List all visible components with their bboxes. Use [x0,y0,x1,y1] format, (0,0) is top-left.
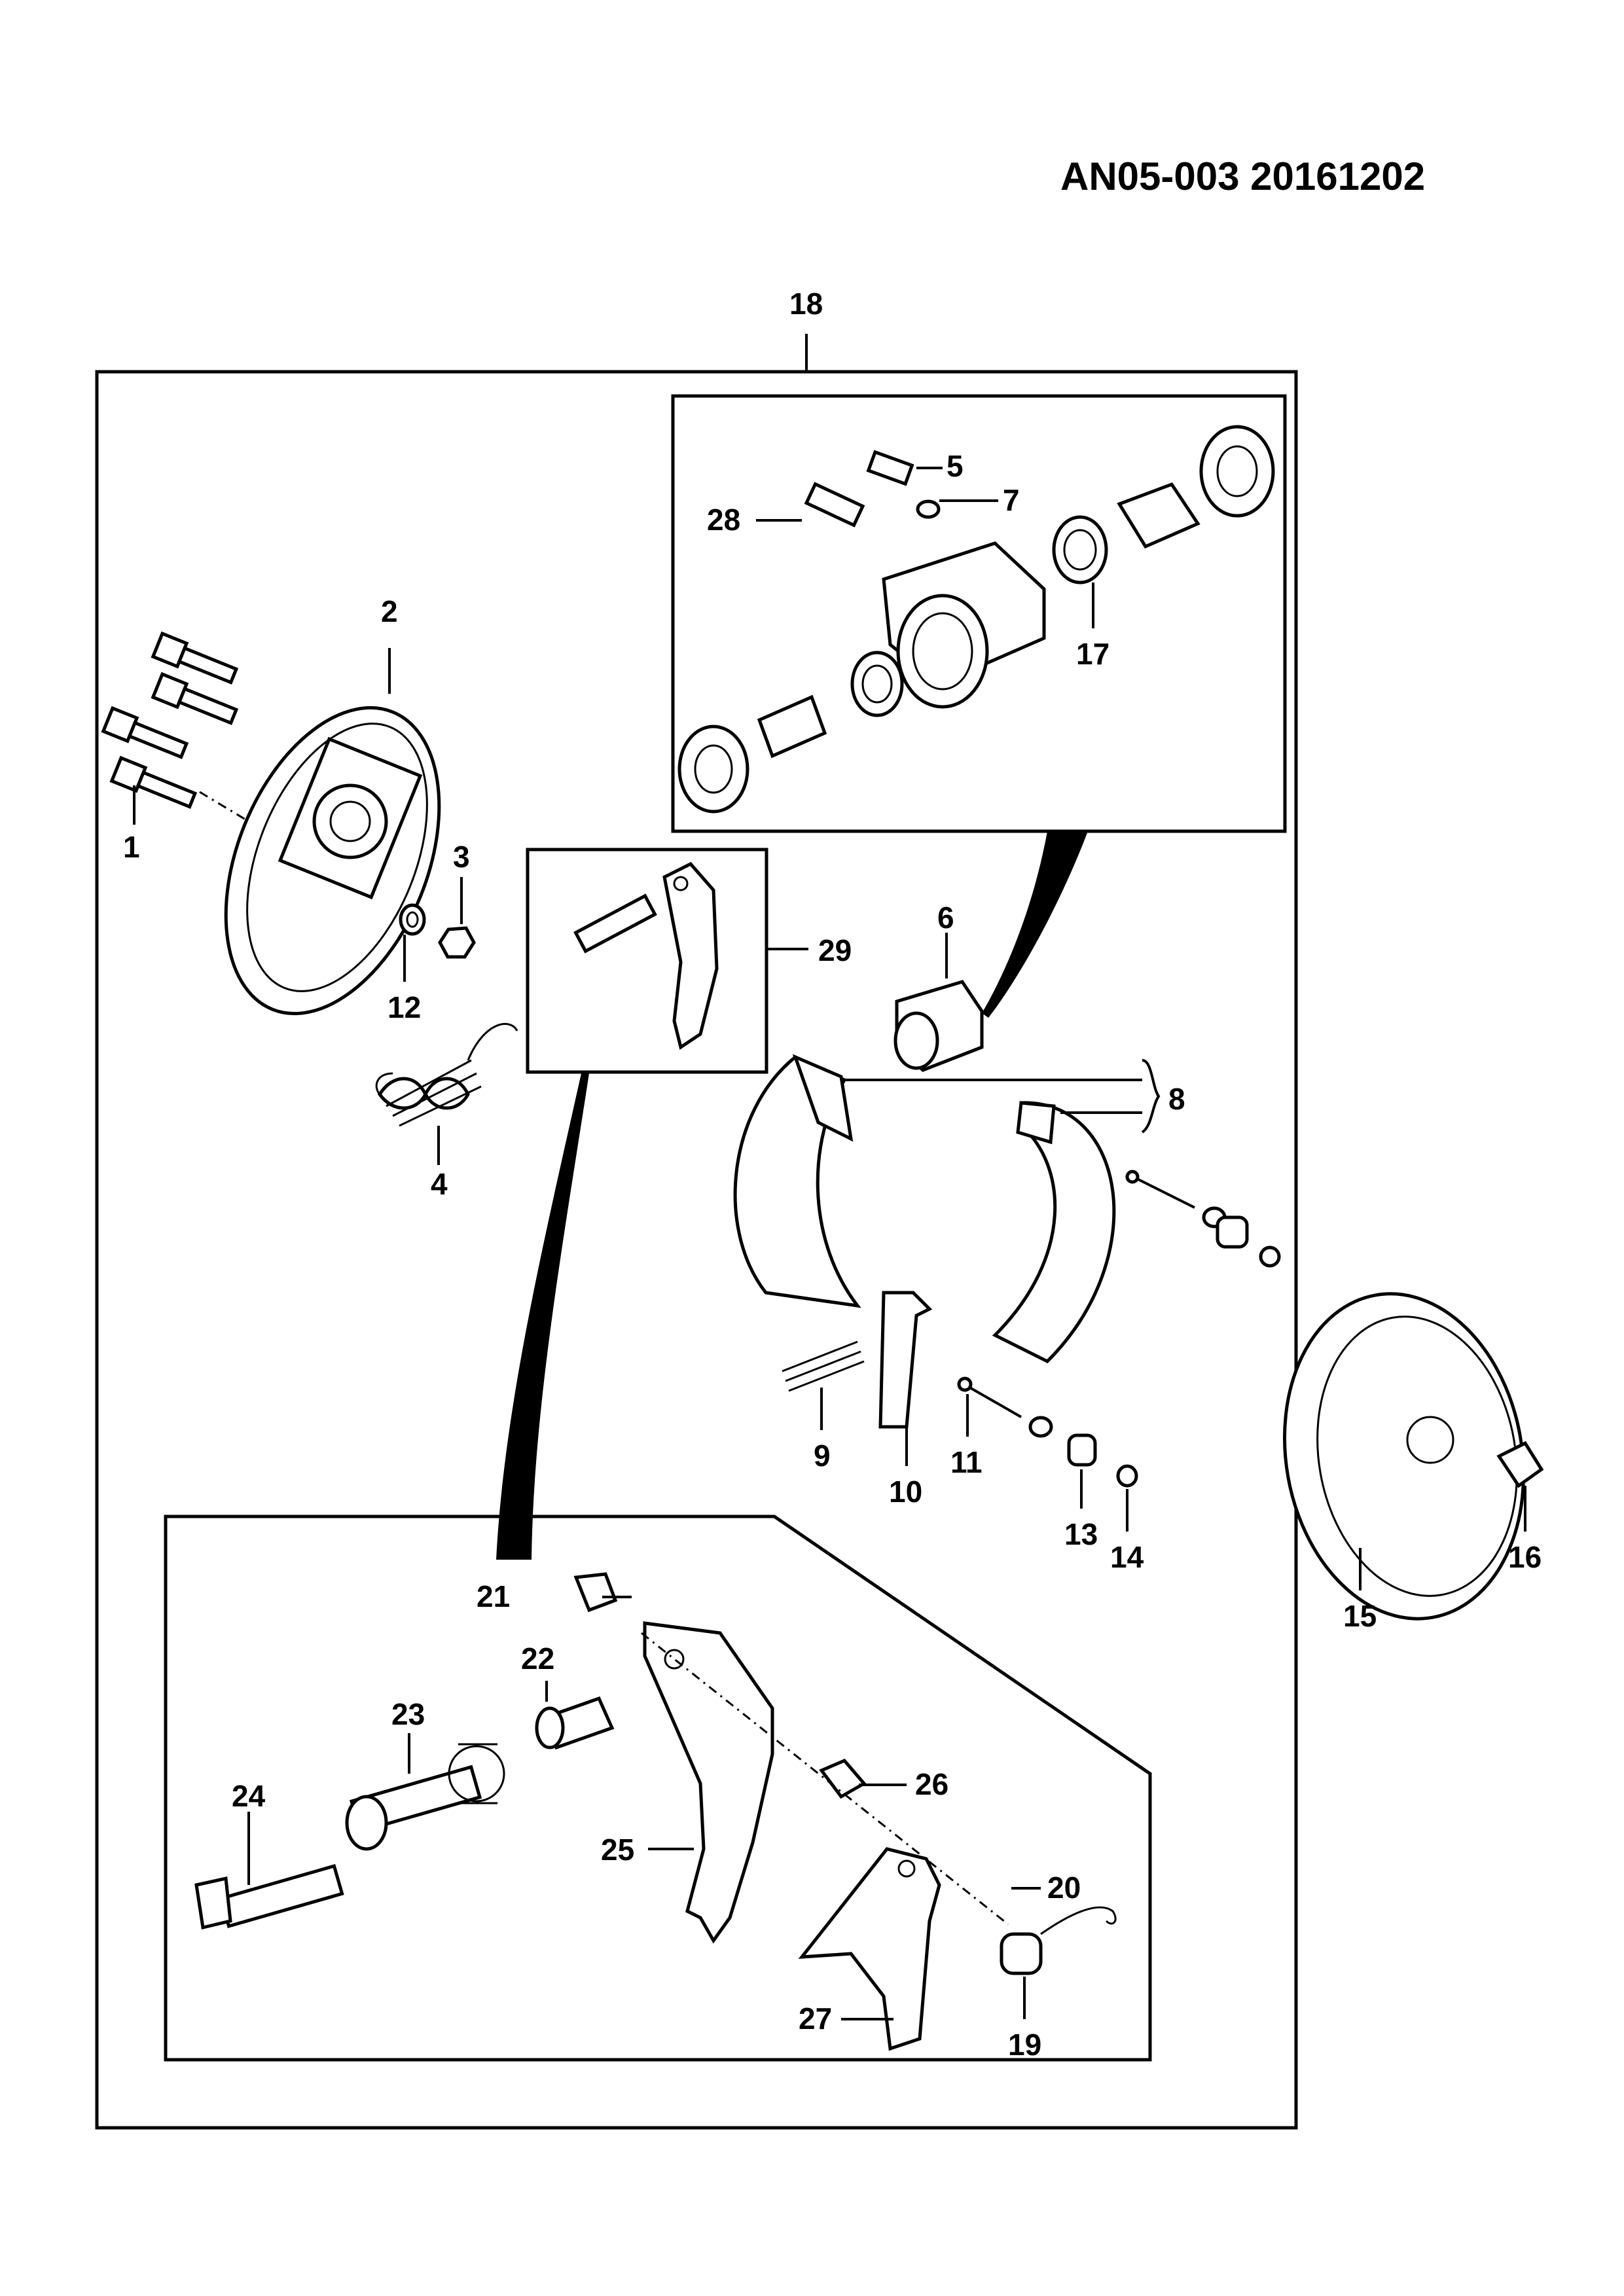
callout-10: 10 [889,1475,922,1509]
callout-1: 1 [123,830,140,864]
wheel-cylinder-6 [893,933,984,1072]
brake-drum-15 [1282,1292,1544,1621]
hold-down-hardware [957,1170,1281,1532]
adjuster-detail-inset [526,848,768,1074]
callout-labels: 1 2 3 4 5 6 7 8 9 10 11 12 13 14 15 16 1… [123,287,1542,2062]
callout-8: 8 [1168,1082,1185,1116]
parking-lever-detail-inset [164,1515,1152,2062]
callout-12: 12 [388,990,421,1024]
nut-and-washer [399,877,476,982]
document-id-stamp: AN05-003 20161202 [1060,154,1425,198]
return-spring-4 [375,1022,518,1165]
callout-13: 13 [1064,1517,1098,1551]
wheel-cylinder-exploded-parts [677,425,1275,814]
backing-plate [224,648,441,1016]
parking-lever-parts [194,1572,1117,2051]
wheel-cylinder-detail-inset [671,394,1287,833]
assembly-frame-18 [95,334,1298,2130]
callout-27: 27 [799,2001,832,2036]
callout-18: 18 [789,287,823,321]
parking-lever-leader-wedge [496,1073,589,1560]
wheel-cylinder-leader-wedge [982,831,1088,1018]
callout-15: 15 [1343,1599,1377,1633]
callout-9: 9 [814,1439,831,1473]
callout-21: 21 [477,1579,510,1613]
callout-26: 26 [915,1767,948,1801]
callout-2: 2 [381,594,398,628]
callout-5: 5 [947,449,964,483]
callout-11: 11 [950,1445,983,1479]
callout-22: 22 [521,1641,554,1676]
callout-6: 6 [937,901,954,935]
callout-7: 7 [1003,483,1020,517]
callout-25: 25 [601,1833,634,1867]
callout-4: 4 [431,1167,448,1201]
adjuster-assembly-29 [573,861,808,1050]
callout-20: 20 [1047,1871,1081,1905]
callout-28: 28 [707,503,740,537]
callout-16: 16 [1508,1540,1542,1574]
callout-14: 14 [1110,1540,1144,1574]
callout-17: 17 [1076,637,1110,671]
callout-24: 24 [232,1779,266,1813]
callout-3: 3 [453,840,470,874]
callout-23: 23 [391,1697,425,1731]
callout-29: 29 [818,933,852,967]
spring-9-and-strut-10 [782,1291,933,1466]
brake-shoes-8 [733,1054,1161,1364]
mounting-bolts [101,631,249,825]
callout-19: 19 [1008,2028,1041,2062]
